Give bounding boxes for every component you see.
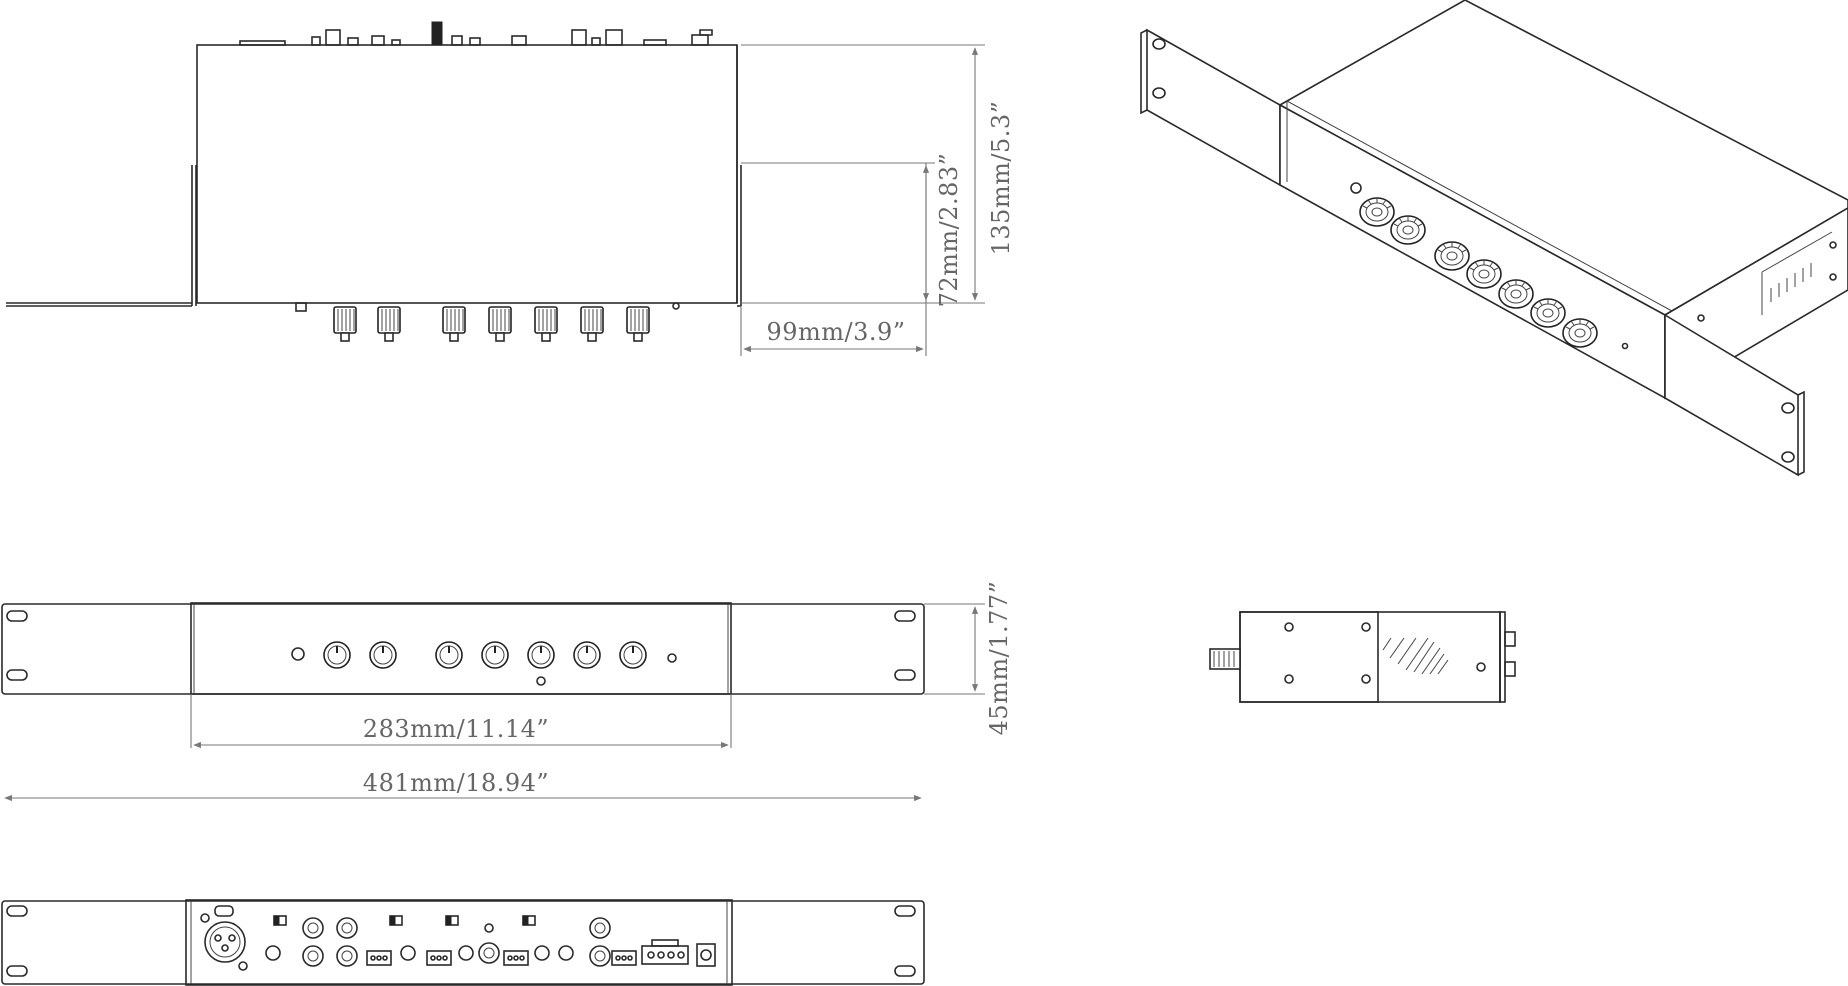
front-knobs	[291, 641, 677, 686]
front-view	[1, 602, 985, 802]
rear-view	[1, 899, 925, 986]
iso-knobs	[1350, 182, 1629, 350]
dim-side-inner-height: 72mm/2.83”	[935, 153, 963, 308]
isometric-view	[1140, 0, 1848, 477]
rear-connectors	[200, 905, 716, 971]
top-components	[239, 21, 713, 46]
dim-side-depth: 99mm/3.9”	[766, 318, 905, 346]
side-knobs	[295, 302, 680, 342]
vent-slots	[1761, 231, 1833, 315]
dim-side-height: 135mm/5.3”	[987, 101, 1015, 256]
side-view	[6, 21, 985, 356]
end-view	[1209, 611, 1516, 703]
dim-front-total-width: 481mm/18.94”	[363, 769, 549, 797]
dim-front-height: 45mm/1.77”	[985, 581, 1013, 736]
dim-front-body-width: 283mm/11.14”	[363, 715, 549, 743]
